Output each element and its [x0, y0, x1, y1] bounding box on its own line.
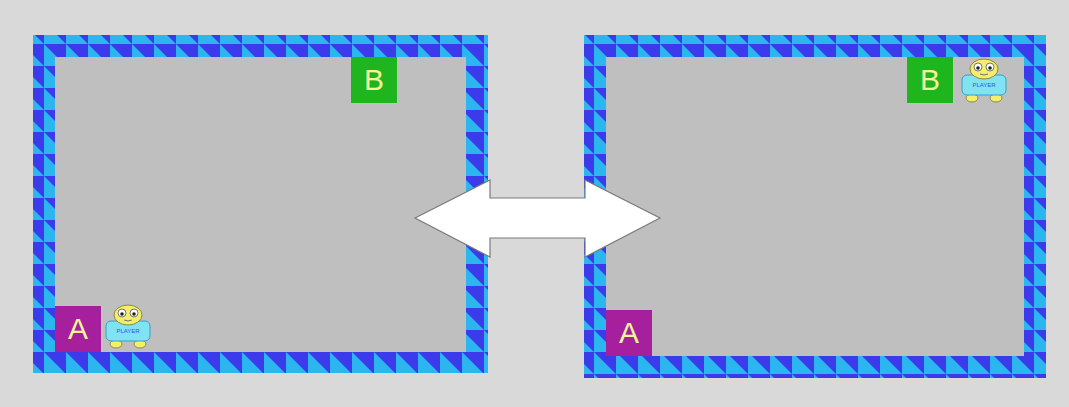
robot-icon — [962, 59, 1006, 102]
room-wall — [33, 35, 488, 373]
marker-letter: B — [920, 65, 940, 95]
robot-label: PLAYER — [116, 328, 139, 334]
marker-letter: A — [619, 318, 639, 348]
double-arrow — [415, 180, 660, 257]
marker-square: A — [55, 306, 101, 352]
marker-letter: B — [364, 65, 384, 95]
marker-square: A — [606, 310, 652, 356]
room-floor — [606, 57, 1024, 356]
room-wall — [584, 35, 1046, 378]
marker-square: B — [907, 57, 953, 103]
marker-square: B — [351, 57, 397, 103]
robot-label: PLAYER — [972, 82, 995, 88]
room-floor — [55, 57, 466, 352]
marker-letter: A — [68, 314, 88, 344]
robot-icon — [106, 305, 150, 348]
